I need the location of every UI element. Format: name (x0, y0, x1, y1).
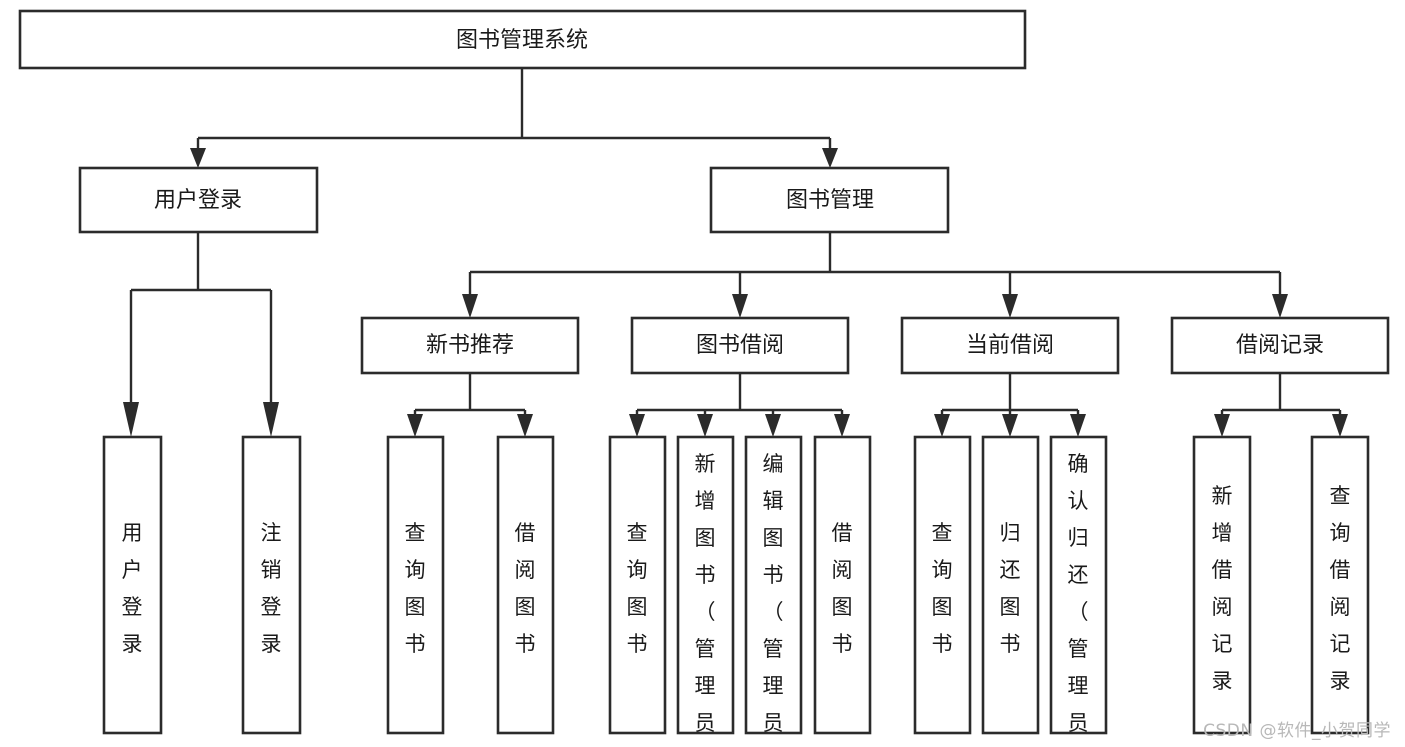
node-book-management-label: 图书管理 (786, 188, 874, 213)
node-book-management-box[interactable] (709, 166, 950, 234)
arrow-head-borrow-record (1272, 294, 1288, 318)
node-book-borrow-label: 图书借阅 (696, 333, 784, 358)
connectors-book-borrow-to-leaves (629, 373, 850, 437)
node-user-login[interactable]: 用户登录 (78, 166, 319, 234)
leaf-query-book-2[interactable]: 查询图书 (608, 435, 667, 735)
leaf-query-borrow-record[interactable]: 查询借阅记录 (1310, 435, 1370, 735)
node-borrow-record-box[interactable] (1170, 316, 1390, 375)
connectors-book-management-to-level3 (462, 232, 1288, 318)
leaf-query-book-3-label: 查询图书 (932, 521, 953, 656)
csdn-watermark: CSDN @软件_小贺同学 (1203, 721, 1391, 741)
leaf-add-book-label: 新增图书（管理员） (695, 452, 716, 747)
leaf-edit-book-label: 编辑图书（管理员） (763, 452, 784, 747)
node-new-book-recommend-label: 新书推荐 (426, 333, 514, 358)
arrow-head-book-management (822, 148, 838, 168)
leaf-add-book[interactable]: 新增图书（管理员） (676, 435, 735, 747)
arrow-head-leaf-add-borrow-record (1214, 414, 1230, 437)
node-current-borrow[interactable]: 当前借阅 (900, 316, 1120, 375)
node-borrow-record[interactable]: 借阅记录 (1170, 316, 1390, 375)
arrow-head-book-borrow (732, 294, 748, 318)
arrow-head-leaf-query-borrow-record (1332, 414, 1348, 437)
leaf-add-borrow-record[interactable]: 新增借阅记录 (1192, 435, 1252, 735)
node-new-book-recommend[interactable]: 新书推荐 (360, 316, 580, 375)
leaf-query-borrow-record-label: 查询借阅记录 (1330, 484, 1351, 693)
arrow-head-user-login (190, 148, 206, 168)
leaf-confirm-return-box[interactable] (1049, 435, 1108, 735)
node-book-borrow[interactable]: 图书借阅 (630, 316, 850, 375)
arrow-head-current-borrow (1002, 294, 1018, 318)
arrow-head-leaf-edit-book (765, 414, 781, 437)
leaf-add-book-box[interactable] (676, 435, 735, 735)
leaf-query-book-1-box[interactable] (386, 435, 445, 735)
leaf-borrow-book-2-box[interactable] (813, 435, 872, 735)
connectors-user-login-to-leaves (123, 232, 279, 437)
node-borrow-record-label: 借阅记录 (1236, 333, 1324, 358)
leaf-query-book-2-label: 查询图书 (627, 521, 648, 656)
leaf-return-book-label: 归还图书 (1000, 521, 1021, 656)
arrow-head-leaf-user-login (123, 402, 139, 437)
node-current-borrow-box[interactable] (900, 316, 1120, 375)
leaf-user-login[interactable]: 用户登录 (102, 435, 163, 735)
arrow-head-leaf-add-book (697, 414, 713, 437)
arrow-head-leaf-query-book-3 (934, 414, 950, 437)
arrow-head-leaf-query-book-1 (407, 414, 423, 437)
arrow-head-leaf-return-book (1002, 414, 1018, 437)
arrow-head-leaf-query-book-2 (629, 414, 645, 437)
leaf-edit-book-box[interactable] (744, 435, 803, 735)
leaf-borrow-book-2[interactable]: 借阅图书 (813, 435, 872, 735)
leaf-query-book-1[interactable]: 查询图书 (386, 435, 445, 735)
node-user-login-box[interactable] (78, 166, 319, 234)
arrow-head-new-book-recommend (462, 294, 478, 318)
connectors-new-book-recommend-to-leaves (407, 373, 533, 437)
leaf-query-borrow-record-box[interactable] (1310, 435, 1370, 735)
leaf-user-login-box[interactable] (102, 435, 163, 735)
node-root-label: 图书管理系统 (456, 28, 588, 53)
leaf-edit-book[interactable]: 编辑图书（管理员） (744, 435, 803, 747)
leaf-borrow-book-1-box[interactable] (496, 435, 555, 735)
leaf-query-book-2-box[interactable] (608, 435, 667, 735)
connectors-borrow-record-to-leaves (1214, 373, 1348, 437)
node-root[interactable]: 图书管理系统 (18, 9, 1027, 70)
leaf-query-book-3[interactable]: 查询图书 (913, 435, 972, 735)
leaf-logout-login-label: 注销登录 (261, 521, 282, 656)
leaf-confirm-return[interactable]: 确认归还（管理员） (1049, 435, 1108, 747)
arrow-head-leaf-confirm-return (1070, 414, 1086, 437)
leaf-logout-login[interactable]: 注销登录 (241, 435, 302, 735)
arrow-head-leaf-borrow-book-1 (517, 414, 533, 437)
leaf-borrow-book-1-label: 借阅图书 (515, 521, 536, 656)
leaf-return-book-box[interactable] (981, 435, 1040, 735)
leaf-borrow-book-2-label: 借阅图书 (832, 521, 853, 656)
node-new-book-recommend-box[interactable] (360, 316, 580, 375)
leaf-query-book-3-box[interactable] (913, 435, 972, 735)
connectors-current-borrow-to-leaves (934, 373, 1086, 437)
node-user-login-label: 用户登录 (154, 188, 242, 213)
node-book-management[interactable]: 图书管理 (709, 166, 950, 234)
node-book-borrow-box[interactable] (630, 316, 850, 375)
arrow-head-leaf-logout-login (263, 402, 279, 437)
leaf-confirm-return-label: 确认归还（管理员） (1068, 452, 1089, 747)
leaf-user-login-label: 用户登录 (122, 521, 143, 656)
leaf-logout-login-box[interactable] (241, 435, 302, 735)
node-current-borrow-label: 当前借阅 (966, 333, 1054, 358)
leaf-add-borrow-record-label: 新增借阅记录 (1212, 484, 1233, 693)
leaf-borrow-book-1[interactable]: 借阅图书 (496, 435, 555, 735)
leaf-return-book[interactable]: 归还图书 (981, 435, 1040, 735)
leaf-query-book-1-label: 查询图书 (405, 521, 426, 656)
connectors-root-to-level2 (190, 68, 838, 168)
leaf-add-borrow-record-box[interactable] (1192, 435, 1252, 735)
node-root-box[interactable] (18, 9, 1027, 70)
arrow-head-leaf-borrow-book-2 (834, 414, 850, 437)
